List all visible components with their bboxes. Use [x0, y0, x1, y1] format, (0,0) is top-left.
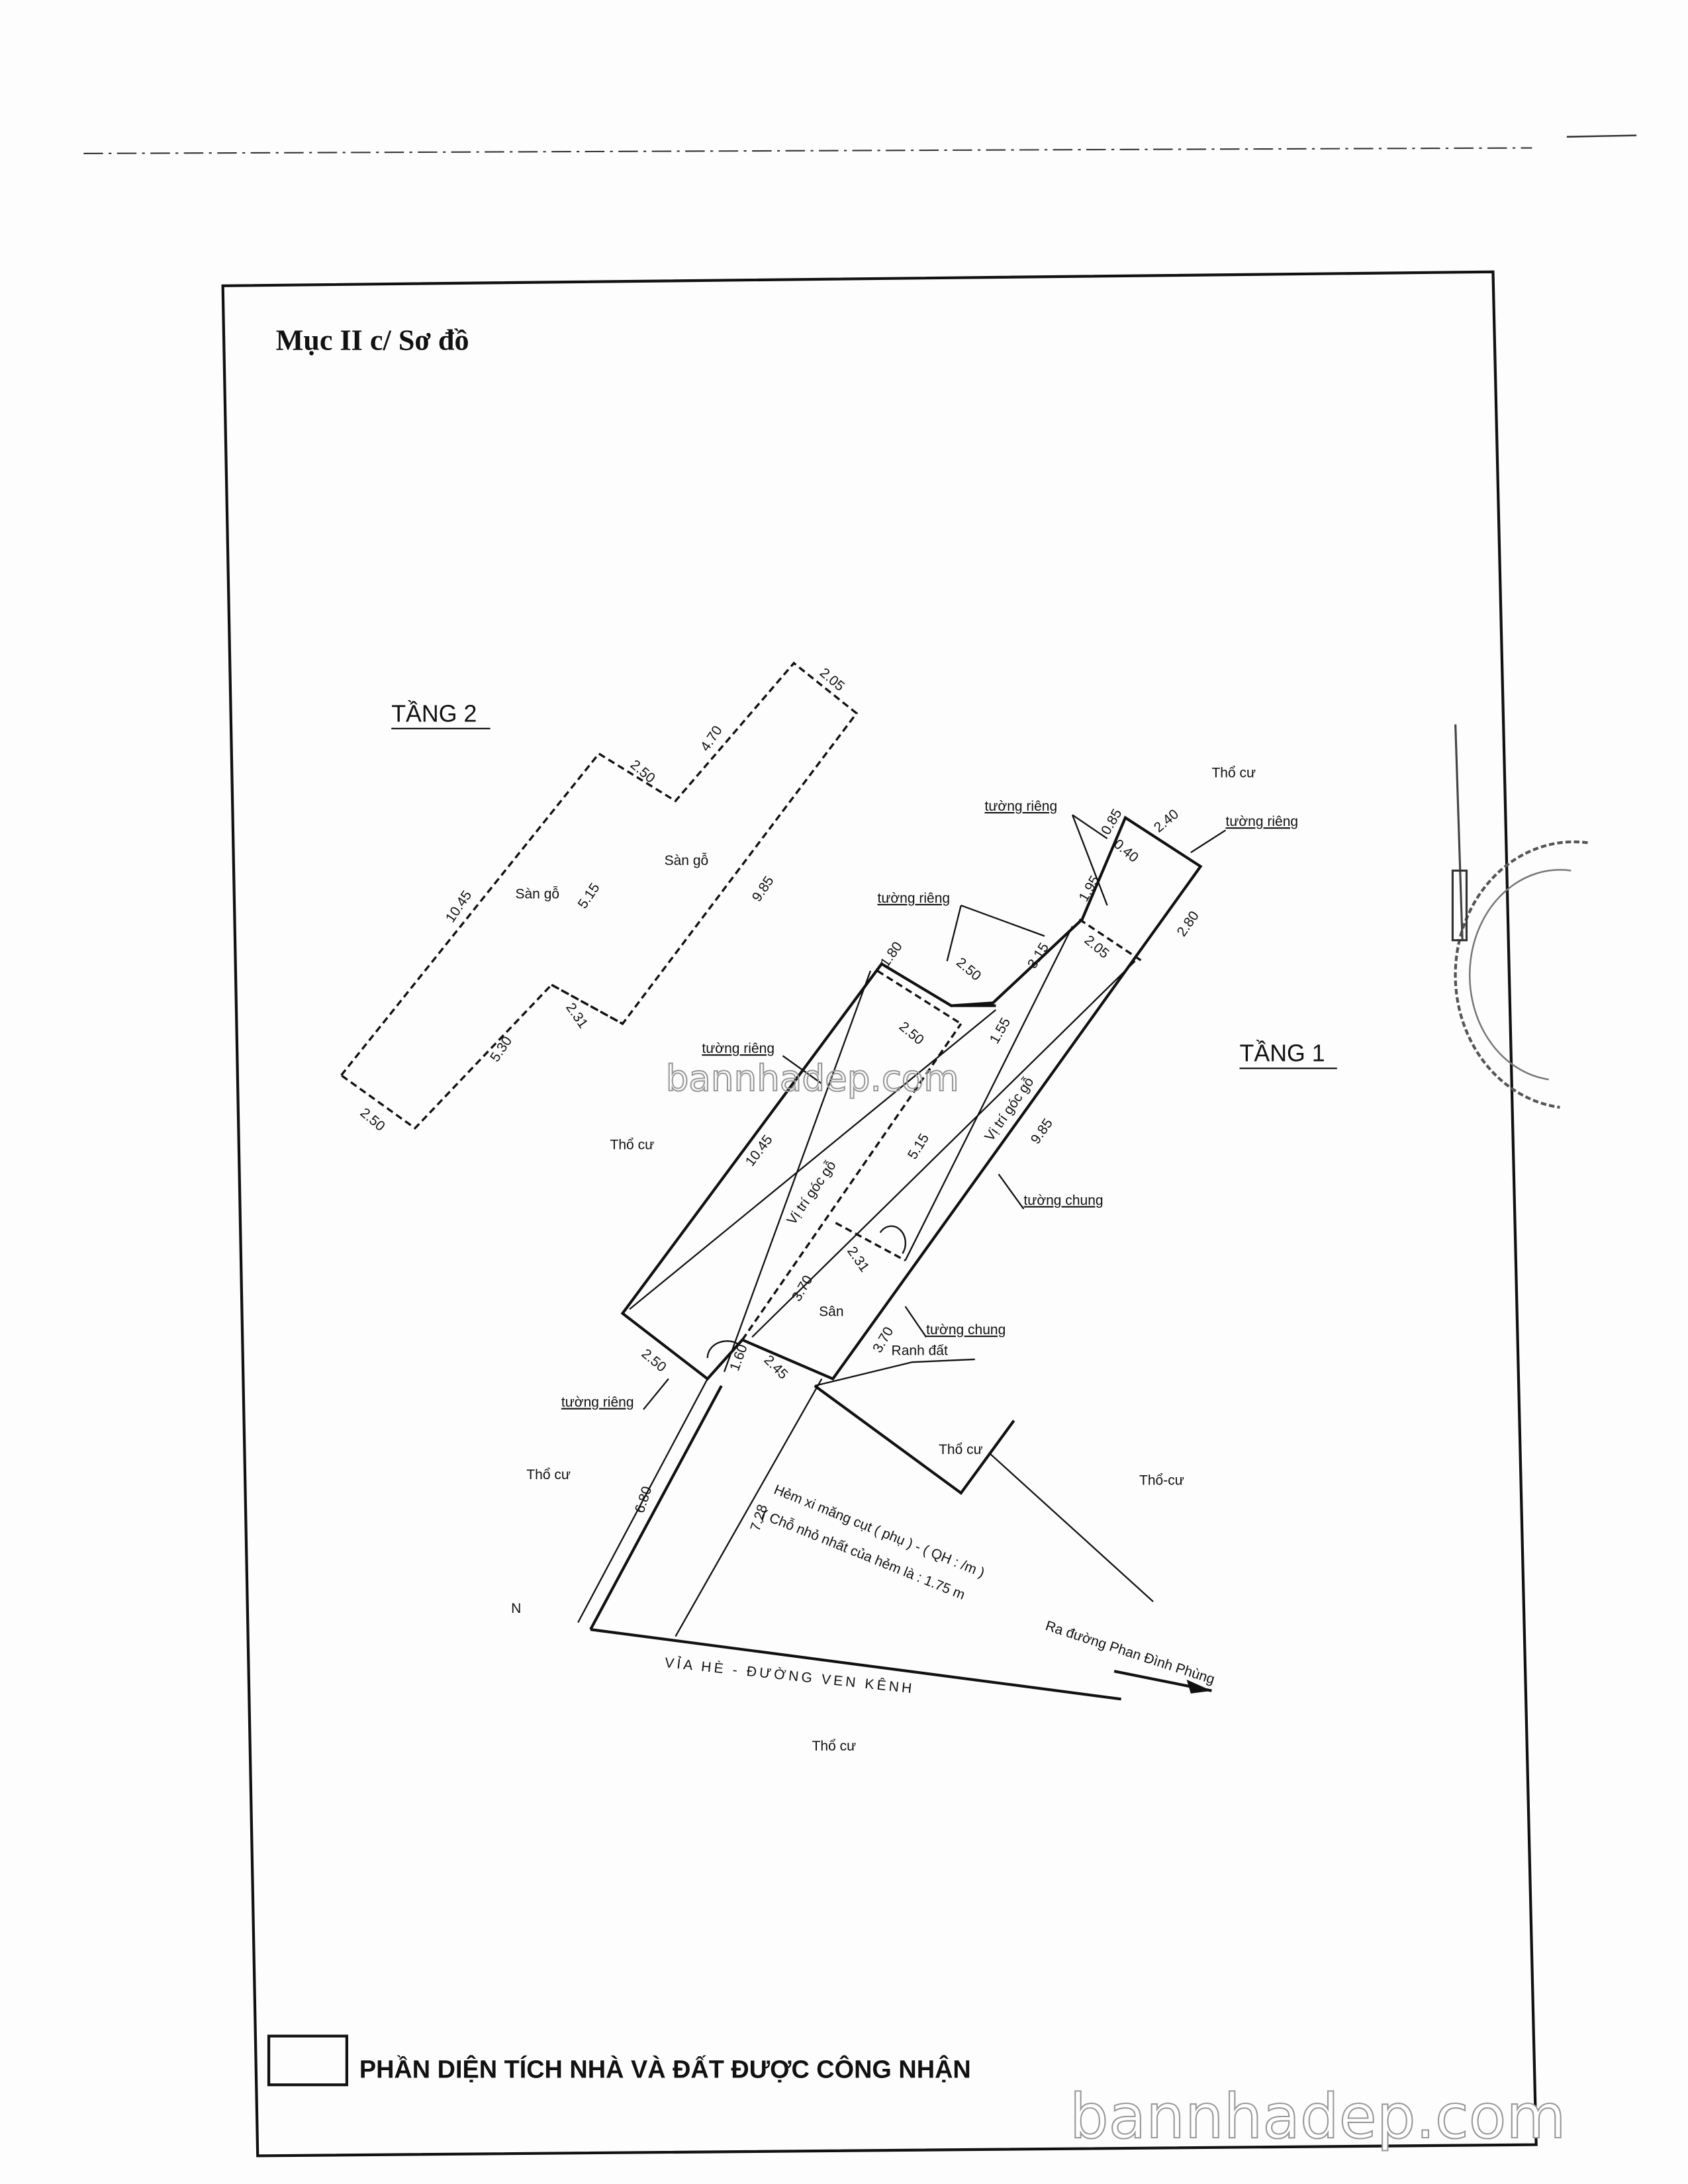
dimension-label: 2.31	[844, 1244, 872, 1275]
dimension-label: 1.55	[987, 1015, 1013, 1046]
corner-label: Vị trí góc gỗ	[784, 1158, 839, 1228]
residential-label: Thổ cư	[526, 1467, 571, 1482]
dimension-label: 9.85	[1028, 1116, 1056, 1147]
dimension-label: 2.05	[1082, 933, 1112, 962]
dimension-label: 3.70	[789, 1273, 816, 1304]
watermark: bannhadep.com	[1070, 2081, 1566, 2152]
room-label: Sàn gỗ	[665, 853, 709, 868]
residential-label: Thổ-cư	[1139, 1473, 1184, 1488]
dimension-label: 2.45	[761, 1352, 790, 1382]
residential-label: Thổ cư	[812, 1739, 857, 1754]
floor-2-outline	[340, 661, 859, 1130]
dimension-label: 2.40	[1151, 807, 1182, 836]
dimension-label: 0.85	[1098, 806, 1125, 837]
wall-private-label: tường riêng	[1225, 814, 1298, 829]
residential-label: Thổ cư	[1211, 766, 1256, 781]
dimension-label: 4.70	[698, 723, 726, 754]
legend-text: PHẦN DIỆN TÍCH NHÀ VÀ ĐẤT ĐƯỢC CÔNG NHẬN	[359, 2054, 971, 2084]
wall-common-label: tường chung	[1023, 1193, 1103, 1208]
residential-label: Thổ cư	[939, 1442, 983, 1457]
room-label: Sàn gỗ	[515, 887, 559, 902]
section-title: Mục II c/ Sơ đồ	[276, 324, 469, 357]
sidewalk-label: VỈA HÈ - ĐƯỜNG VEN KÊNH	[664, 1655, 915, 1697]
dimension-label: 2.50	[896, 1019, 927, 1048]
dimension-label: 1.60	[727, 1342, 751, 1373]
dimension-label: 10.45	[443, 888, 475, 925]
stamp-fragment	[1451, 724, 1588, 1109]
floor-1-plan: TẦNG 1 10.45 1.80 2.50 2.50 3.15 1.95 0.…	[561, 799, 1337, 1533]
dimension-label: 5.30	[487, 1034, 515, 1065]
wall-private-label: tường riêng	[985, 799, 1058, 814]
dimension-label: 9.85	[749, 874, 777, 905]
north-marker: N	[511, 1601, 521, 1616]
top-rule-right	[1566, 134, 1637, 138]
wall-private-label: tường riêng	[561, 1394, 634, 1410]
dimension-label: 1.95	[1076, 873, 1103, 904]
dimension-label: 5.15	[905, 1131, 932, 1162]
dimension-label: 10.45	[743, 1132, 776, 1169]
dimension-label: 2.50	[953, 955, 984, 984]
street-direction-label: Ra đường Phan Đình Phùng	[1043, 1618, 1216, 1687]
dimension-label: 3.15	[1025, 940, 1052, 972]
dimension-label: 2.50	[639, 1346, 669, 1375]
dimension-label: 2.50	[357, 1105, 388, 1134]
dimension-label: 2.50	[628, 757, 658, 786]
page-frame	[221, 270, 1538, 2158]
residential-label: Thổ cư	[610, 1137, 655, 1152]
surroundings: Thổ cư Thổ cư Thổ cư Thổ cư Thổ-cư Thổ c…	[511, 766, 1256, 1754]
legend-swatch	[267, 2034, 348, 2087]
floor-2-heading: TẦNG 2	[391, 700, 477, 727]
dimension-label: 2.80	[1174, 909, 1202, 940]
watermark-center: bannhadep.com	[666, 1057, 959, 1099]
yard-label: Sân	[819, 1304, 843, 1320]
dimension-label: 2.05	[817, 665, 847, 694]
wall-private-label: tường riêng	[702, 1041, 774, 1056]
dimension-label: 5.15	[575, 880, 603, 911]
top-rule	[83, 147, 1532, 154]
wall-private-label: tường riêng	[877, 891, 950, 906]
boundary-label: Ranh đất	[892, 1343, 948, 1359]
floor-1-heading: TẦNG 1	[1240, 1040, 1325, 1067]
wall-common-label: tường chung	[926, 1322, 1006, 1338]
